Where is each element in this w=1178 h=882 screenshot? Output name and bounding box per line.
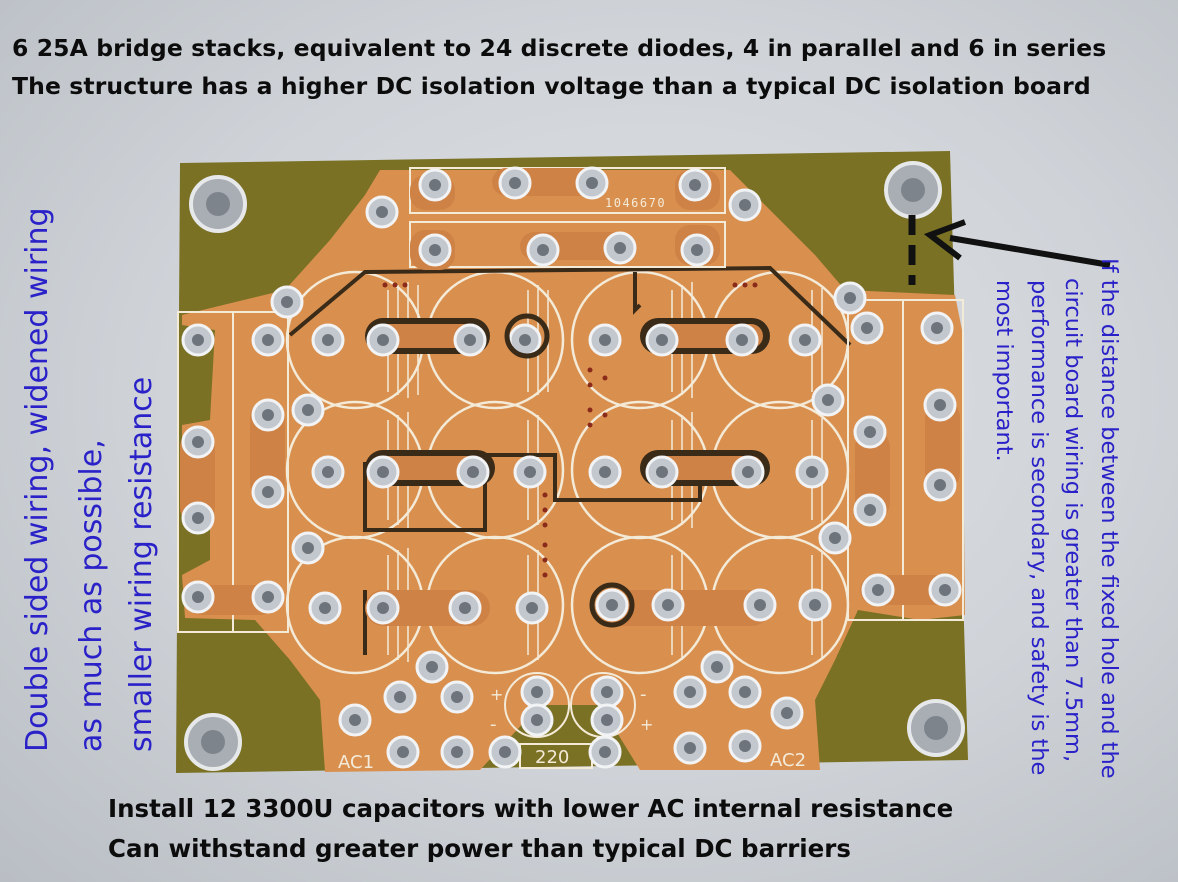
solder-pad: [488, 735, 522, 769]
solder-pad: [645, 455, 679, 489]
solder-pad: [850, 311, 884, 345]
solder-pad: [853, 415, 887, 449]
solder-pad: [725, 323, 759, 357]
solder-pad: [181, 323, 215, 357]
solder-pad: [603, 231, 637, 265]
right-note-line4: most important.: [991, 280, 1017, 462]
solder-pad: [861, 573, 895, 607]
solder-pad: [453, 323, 487, 357]
solder-pad: [291, 531, 325, 565]
solder-pad: [181, 580, 215, 614]
solder-pad: [456, 455, 490, 489]
label-220: 220: [535, 747, 569, 768]
solder-pad: [311, 323, 345, 357]
vias: [382, 282, 758, 578]
solder-pad: [673, 675, 707, 709]
solder-pad: [833, 281, 867, 315]
solder-pad: [498, 166, 532, 200]
solder-pad: [770, 696, 804, 730]
mounting-holes: [184, 161, 965, 771]
solder-pad: [818, 521, 852, 555]
solder-pad: [680, 233, 714, 267]
solder-pad: [515, 591, 549, 625]
right-note-line3: performance is secondary, and safety is …: [1026, 280, 1052, 776]
solder-pad: [291, 393, 325, 427]
solder-pad: [588, 455, 622, 489]
solder-pad: [270, 285, 304, 319]
plus-right: +: [640, 715, 653, 734]
solder-pad: [590, 703, 624, 737]
solder-pad: [366, 323, 400, 357]
solder-pad: [743, 588, 777, 622]
solder-pad: [811, 383, 845, 417]
solder-pad: [251, 323, 285, 357]
label-ac2: AC2: [770, 750, 806, 771]
right-note-line2: circuit board wiring is greater than 7.5…: [1060, 278, 1086, 763]
solder-pad: [645, 323, 679, 357]
solder-pad: [448, 591, 482, 625]
solder-pad: [728, 188, 762, 222]
solder-pad: [590, 675, 624, 709]
left-note-line1: Double sided wiring, widened wiring: [20, 207, 55, 752]
right-note-line1: If the distance between the fixed hole a…: [1096, 258, 1122, 779]
solder-pad: [513, 455, 547, 489]
plus-left: +: [490, 685, 503, 704]
solder-pad: [928, 573, 962, 607]
part-number: 1046670: [605, 196, 666, 210]
solder-pad: [678, 168, 712, 202]
solder-pad: [415, 650, 449, 684]
solder-pad: [181, 501, 215, 535]
solder-pad: [366, 591, 400, 625]
caption-top-line2: The structure has a higher DC isolation …: [12, 72, 1091, 100]
solder-pad: [595, 588, 629, 622]
solder-pad: [251, 580, 285, 614]
through-hole-pads: [181, 166, 962, 769]
solder-pad: [588, 323, 622, 357]
solder-pad: [923, 468, 957, 502]
solder-pad: [308, 591, 342, 625]
solder-pad: [251, 398, 285, 432]
solder-pad: [798, 588, 832, 622]
solder-pad: [251, 475, 285, 509]
solder-pad: [418, 233, 452, 267]
caption-top-line1: 6 25A bridge stacks, equivalent to 24 di…: [12, 34, 1107, 62]
solder-pad: [728, 729, 762, 763]
solder-pad: [181, 425, 215, 459]
distance-arrow: [908, 215, 1111, 285]
solder-pad: [588, 735, 622, 769]
solder-pad-ring: [504, 313, 550, 359]
solder-pad: [920, 311, 954, 345]
solder-pad: [651, 588, 685, 622]
solder-pad: [366, 455, 400, 489]
solder-pad: [526, 233, 560, 267]
solder-pad: [440, 735, 474, 769]
solder-pad: [728, 675, 762, 709]
minus-left: -: [490, 714, 497, 735]
solder-pad: [700, 650, 734, 684]
solder-pad: [795, 455, 829, 489]
solder-pad: [923, 388, 957, 422]
left-note-line2: as much as possible,: [74, 439, 109, 752]
solder-pad: [440, 680, 474, 714]
solder-pad: [418, 168, 452, 202]
left-note-line3: smaller wiring resistance: [124, 376, 159, 752]
solder-pad: [520, 703, 554, 737]
solder-pad: [338, 703, 372, 737]
label-ac1: AC1: [338, 752, 374, 773]
solder-pad: [673, 731, 707, 765]
solder-pad: [311, 455, 345, 489]
caption-bottom-line1: Install 12 3300U capacitors with lower A…: [108, 794, 954, 823]
solder-pad: [731, 455, 765, 489]
solder-pad: [575, 166, 609, 200]
solder-pad: [520, 675, 554, 709]
solder-pad: [788, 323, 822, 357]
solder-pad: [383, 680, 417, 714]
minus-right: -: [640, 684, 647, 705]
solder-pad: [365, 195, 399, 229]
solder-pad: [853, 493, 887, 527]
caption-bottom-line2: Can withstand greater power than typical…: [108, 834, 851, 863]
solder-pad-ring: [589, 582, 635, 628]
solder-pad: [386, 735, 420, 769]
